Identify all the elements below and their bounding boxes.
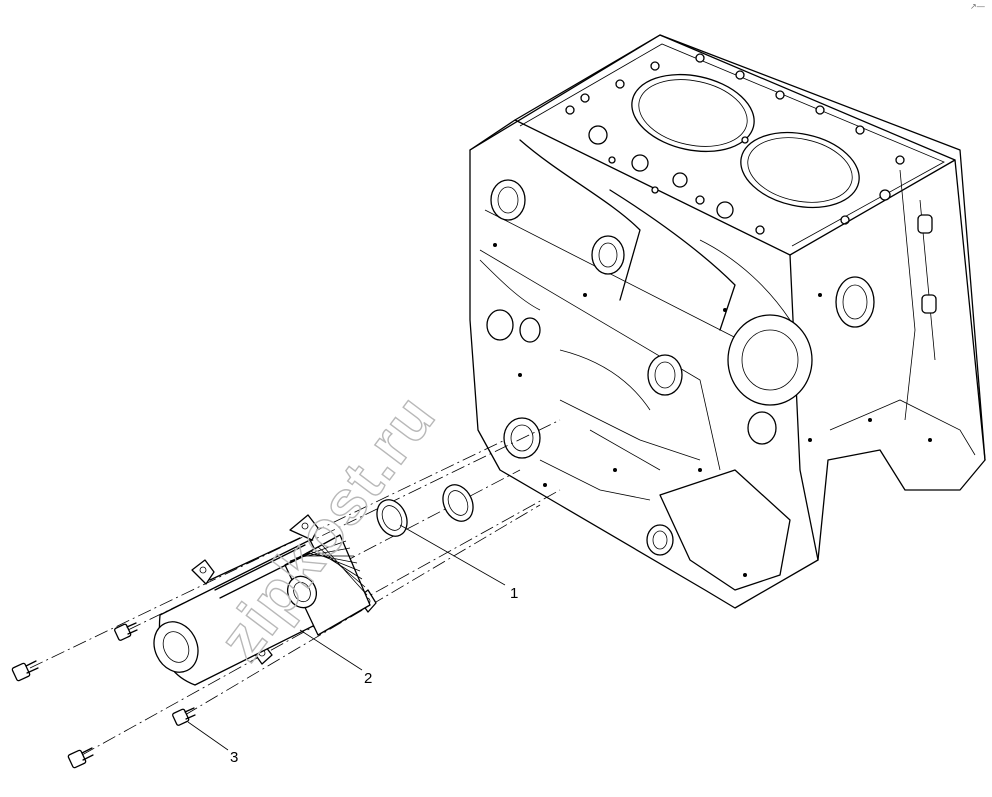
bolt-b (114, 622, 138, 641)
bolt-a (11, 660, 39, 682)
callout-3: 3 (187, 721, 238, 766)
callout-2: 2 (299, 629, 372, 687)
deck-holes (565, 53, 905, 235)
o-rings (376, 484, 474, 537)
bolts (11, 622, 196, 769)
bolt-c (172, 707, 196, 726)
bolt-d (67, 747, 94, 769)
callout-2-label: 2 (364, 670, 372, 687)
cylinder-bore-2 (740, 131, 860, 209)
callout-1: 1 (399, 524, 518, 602)
o-ring-right (442, 484, 474, 522)
engine-block (469, 34, 986, 609)
block-bolt-heads (493, 243, 932, 577)
cylinder-bore-1 (631, 73, 755, 153)
cooler-end-cap (153, 621, 199, 673)
corner-mark: ↗— (970, 2, 985, 11)
callout-3-label: 3 (230, 749, 238, 766)
callout-1-label: 1 (510, 585, 518, 602)
oil-cooler (153, 514, 377, 686)
block-bosses (486, 179, 875, 556)
o-ring-left (376, 499, 408, 537)
cooler-port (286, 575, 318, 609)
